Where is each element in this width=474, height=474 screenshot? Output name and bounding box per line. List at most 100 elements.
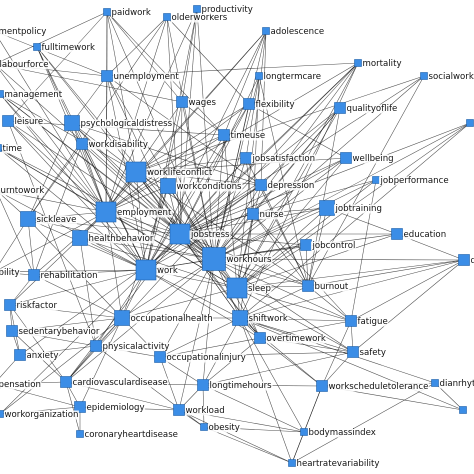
node-lab[interactable]: lab (466, 119, 474, 129)
node-compensation[interactable]: pensation (0, 380, 42, 390)
node-cardiovasculardisease[interactable]: cardiovasculardisease (60, 376, 169, 389)
node-square-burnout[interactable] (302, 280, 314, 292)
node-square-physicalactivity[interactable] (90, 340, 102, 352)
node-square-overtimework[interactable] (254, 332, 266, 344)
node-square-heartratevariability[interactable] (288, 459, 296, 467)
node-square-safety[interactable] (347, 346, 359, 358)
node-square-sedentarybehavior[interactable] (6, 325, 18, 337)
node-healthbehavior[interactable]: healthbehavior (72, 230, 155, 246)
node-workscheduletolerance[interactable]: workscheduletolerance (316, 380, 429, 393)
node-anxiety[interactable]: anxiety (14, 349, 59, 362)
node-square-healthbehavior[interactable] (72, 230, 88, 246)
node-square-anxiety[interactable] (14, 349, 26, 361)
node-square-jobsatisfaction[interactable] (240, 152, 252, 164)
node-jobperformance[interactable]: jobperformance (372, 176, 450, 186)
node-square-riskfactor[interactable] (4, 299, 16, 311)
node-bodymassindex[interactable]: bodymassindex (300, 428, 377, 438)
node-epidemiology[interactable]: epidemiology (74, 401, 146, 414)
node-heartratevariability[interactable]: heartratevariability (288, 459, 380, 469)
node-square-paidwork[interactable] (103, 8, 111, 16)
node-square-mortality[interactable] (354, 59, 362, 67)
node-longtimehours[interactable]: longtimehours (197, 379, 273, 392)
node-adolescence[interactable]: adolescence (262, 27, 325, 37)
node-square-occupationalhealth[interactable] (114, 310, 130, 326)
node-square-leisure[interactable] (2, 115, 14, 127)
node-square-rightedge[interactable] (459, 406, 467, 414)
node-square-worklifeconflict[interactable] (125, 161, 147, 183)
node-square-wages[interactable] (176, 96, 188, 108)
node-jobstress[interactable]: jobstress (169, 223, 231, 245)
node-labourforce[interactable]: labourforce (0, 60, 49, 70)
node-square-longtermcare[interactable] (255, 72, 263, 80)
node-square-fulltimework[interactable] (33, 43, 41, 51)
node-square-adolescence[interactable] (262, 27, 270, 35)
node-flexibility[interactable]: flexibility (243, 98, 296, 111)
node-square-wellbeing[interactable] (340, 152, 352, 164)
node-nurse[interactable]: nurse (247, 208, 285, 221)
node-square-bodymassindex[interactable] (300, 428, 308, 436)
node-square-cardiovasculardisease[interactable] (60, 376, 72, 388)
node-fulltimework[interactable]: fulltimework (33, 43, 96, 53)
node-square-workhours[interactable] (202, 247, 226, 271)
node-square-productivity[interactable] (193, 5, 201, 13)
node-square-sickleave[interactable] (20, 211, 36, 227)
node-employmentpolicy[interactable]: mentpolicy (0, 27, 47, 37)
node-square-jobperformance[interactable] (372, 176, 380, 184)
node-disability[interactable]: bility (0, 268, 21, 278)
node-time[interactable]: time (0, 144, 23, 154)
node-workorganization[interactable]: workorganization (0, 410, 79, 420)
node-unemployment[interactable]: unemployment (101, 70, 180, 83)
node-worklifeconflict[interactable]: worklifeconflict (125, 161, 214, 183)
node-square-socialwork[interactable] (420, 72, 428, 80)
node-square-workorganization[interactable] (0, 410, 4, 418)
node-physicalactivity[interactable]: physicalactivity (90, 340, 170, 353)
node-jobtraining[interactable]: jobtraining (319, 200, 383, 216)
node-jobcontrol[interactable]: jobcontrol (300, 239, 356, 252)
node-management[interactable]: management (0, 90, 64, 100)
node-workhours[interactable]: workhours (202, 247, 273, 271)
node-overtimework[interactable]: overtimework (254, 332, 327, 345)
node-education[interactable]: education (391, 228, 447, 241)
node-square-workdisability[interactable] (76, 138, 88, 150)
node-depression[interactable]: depression (255, 179, 315, 192)
node-square-depression[interactable] (255, 179, 267, 191)
node-square-shiftwork[interactable] (232, 310, 248, 326)
node-square-occupationalinjury[interactable] (154, 351, 166, 363)
node-square-education[interactable] (391, 228, 403, 240)
node-dianrhythm[interactable]: dianrhythm (431, 379, 474, 389)
node-workload[interactable]: workload (173, 404, 226, 417)
node-wages[interactable]: wages (176, 96, 218, 109)
node-square-workscheduletolerance[interactable] (316, 380, 328, 392)
node-leisure[interactable]: leisure (2, 115, 44, 128)
node-square-dianrhythm[interactable] (431, 379, 439, 387)
node-square-fatigue[interactable] (345, 315, 357, 327)
node-square-time[interactable] (0, 144, 2, 152)
node-square-workconditions[interactable] (160, 178, 176, 194)
node-qualityoflife[interactable]: qualityoflife (334, 102, 398, 115)
node-mortality[interactable]: mortality (354, 59, 403, 69)
node-square-employment[interactable] (95, 201, 117, 223)
node-square-work[interactable] (135, 259, 157, 281)
node-work[interactable]: work (135, 259, 179, 281)
node-rehabilitation[interactable]: rehabilitation (28, 269, 99, 282)
node-paidwork[interactable]: paidwork (103, 8, 152, 18)
node-square-management[interactable] (0, 90, 4, 98)
node-productivity[interactable]: productivity (193, 5, 254, 15)
node-square-epidemiology[interactable] (74, 401, 86, 413)
node-square-lab[interactable] (466, 119, 474, 127)
node-employment[interactable]: employment (95, 201, 173, 223)
node-longtermcare[interactable]: longtermcare (255, 72, 322, 82)
node-square-jobtraining[interactable] (319, 200, 335, 216)
node-safety[interactable]: safety (347, 346, 387, 359)
node-workdisability[interactable]: workdisability (76, 138, 149, 151)
node-wellbeing[interactable]: wellbeing (340, 152, 395, 165)
node-riskfactor[interactable]: riskfactor (4, 299, 59, 312)
node-square-doctor[interactable] (458, 254, 470, 266)
node-psychologicaldistress[interactable]: psychologicaldistress (64, 115, 174, 131)
node-olderworkers[interactable]: olderworkers (163, 13, 229, 23)
node-square-nurse[interactable] (247, 208, 259, 220)
node-shiftwork[interactable]: shiftwork (232, 310, 289, 326)
node-square-qualityoflife[interactable] (334, 102, 346, 114)
node-fatigue[interactable]: fatigue (345, 315, 389, 328)
node-sickleave[interactable]: sickleave (20, 211, 77, 227)
